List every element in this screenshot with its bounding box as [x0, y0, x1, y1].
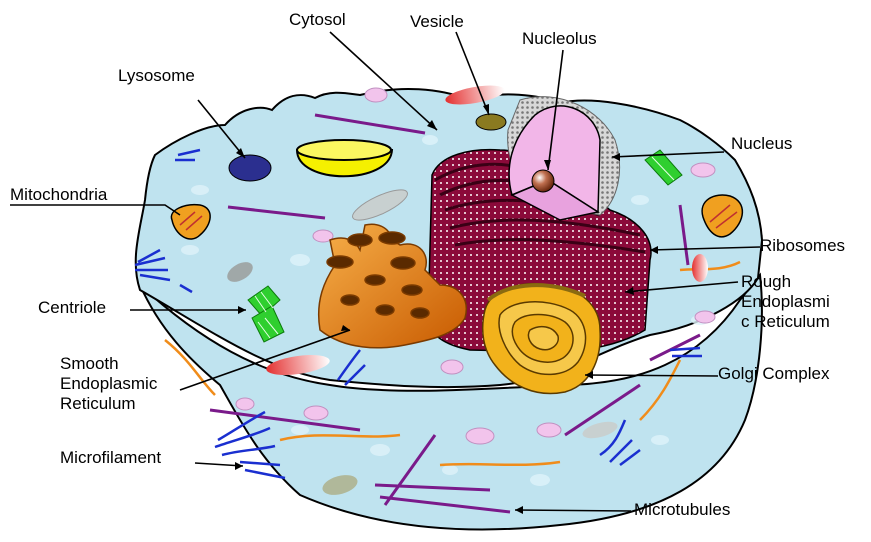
label-golgi: Golgi Complex — [718, 364, 830, 384]
label-vesicle: Vesicle — [410, 12, 464, 32]
label-rough-er-line1: Rough — [741, 272, 830, 292]
label-cytosol: Cytosol — [289, 10, 346, 30]
label-rough-er-line3: c Reticulum — [741, 312, 830, 332]
vesicle-shape — [476, 114, 506, 130]
label-smooth-er-line2: Endoplasmic — [60, 374, 157, 394]
label-smooth-er: Smooth Endoplasmic Reticulum — [60, 354, 157, 414]
label-lysosome: Lysosome — [118, 66, 195, 86]
label-rough-er-line2: Endoplasmi — [741, 292, 830, 312]
label-rough-er: Rough Endoplasmi c Reticulum — [741, 272, 830, 332]
leader-microtubules — [515, 510, 631, 511]
label-nucleolus: Nucleolus — [522, 29, 597, 49]
label-mitochondria: Mitochondria — [10, 185, 107, 205]
nucleolus-shape — [532, 170, 554, 192]
label-nucleus: Nucleus — [731, 134, 792, 154]
label-smooth-er-line3: Reticulum — [60, 394, 157, 414]
label-ribosomes: Ribosomes — [760, 236, 845, 256]
lysosome-shape — [229, 155, 271, 181]
label-microtubules: Microtubules — [634, 500, 730, 520]
leader-golgi — [585, 375, 718, 376]
label-centriole: Centriole — [38, 298, 106, 318]
label-microfilament: Microfilament — [60, 448, 161, 468]
label-smooth-er-line1: Smooth — [60, 354, 157, 374]
